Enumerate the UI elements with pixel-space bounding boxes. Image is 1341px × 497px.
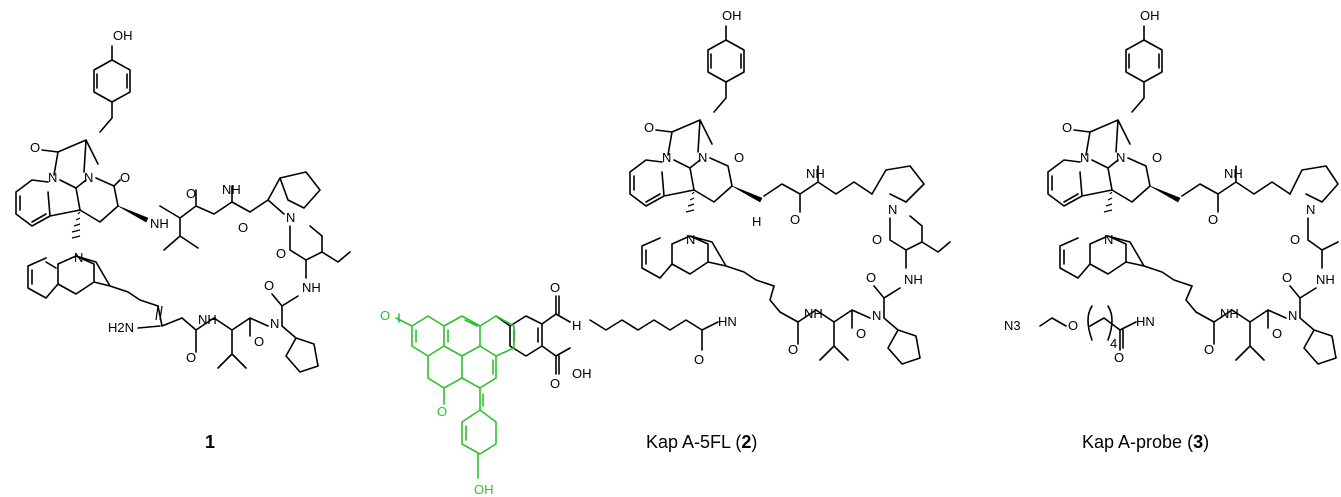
atom-h: H xyxy=(752,214,761,229)
atom-n: N xyxy=(686,232,695,247)
atom-nh: NH xyxy=(1224,166,1243,181)
atom-nh: NH xyxy=(1220,306,1239,321)
atom-o: O xyxy=(120,170,130,185)
atom-nh: NH xyxy=(804,306,823,321)
atom-n: N xyxy=(698,150,707,165)
atom-n: N xyxy=(662,150,671,165)
atom-n: N xyxy=(286,210,295,225)
atom-o: O xyxy=(1290,232,1300,247)
atom-o: O xyxy=(238,220,248,235)
svg-text:Kap A-probe (3): Kap A-probe (3) xyxy=(1082,432,1209,452)
atom-o: O xyxy=(1114,350,1124,365)
atom-nh: NH xyxy=(302,280,321,295)
atom-hn: HN xyxy=(1136,314,1155,329)
atom-nh: NH xyxy=(904,272,923,287)
atom-o: O xyxy=(1062,120,1072,135)
atom-o: O xyxy=(644,120,654,135)
atom-n: N xyxy=(270,316,279,331)
atom-o: O xyxy=(550,280,560,295)
atom-nh: NH xyxy=(222,182,241,197)
atom-nh: NH xyxy=(198,312,217,327)
atom-o: O xyxy=(186,350,196,365)
atom-o: O xyxy=(790,212,800,227)
atom-o: O xyxy=(550,376,560,391)
compound-2-structure: OH O N N O H N O NH N O NH O N O NH O HN… xyxy=(380,8,951,497)
atom-o: O xyxy=(788,342,798,357)
atom-nh: NH xyxy=(806,166,825,181)
atom-n: N xyxy=(1288,308,1297,323)
atom-n: N xyxy=(48,170,57,185)
atom-h: H xyxy=(572,318,581,333)
compound-1-structure: OH O N N O NH N O NH O N O NH O N O xyxy=(15,28,351,373)
atom-o: O xyxy=(1152,150,1162,165)
atom-o: O xyxy=(30,140,40,155)
compound-3-structure: OH O N N O N O NH N O NH O N O NH O HN O… xyxy=(1004,8,1339,365)
atom-o: O xyxy=(1204,342,1214,357)
atom-n: N xyxy=(888,202,897,217)
compound-1-caption: 1 xyxy=(205,432,215,452)
atom-o: O xyxy=(734,150,744,165)
atom-nh: NH xyxy=(1316,272,1335,287)
atom-o: O xyxy=(866,270,876,285)
atom-o: O xyxy=(276,246,286,261)
svg-text:Kap A-5FL (2): Kap A-5FL (2) xyxy=(646,432,757,452)
atom-cooh: OH xyxy=(572,366,592,381)
compound-2-caption: Kap A-5FL (2) xyxy=(646,432,757,452)
atom-n: N xyxy=(1116,150,1125,165)
atom-o: O xyxy=(872,232,882,247)
atom-n3: N3 xyxy=(1004,318,1021,333)
atom-o: O xyxy=(380,308,390,323)
fluorophore-xanthene xyxy=(395,313,515,411)
atom-o: O xyxy=(1272,326,1282,341)
atom-n: N xyxy=(1306,202,1315,217)
atom-oh: OH xyxy=(113,28,133,43)
atom-o: O xyxy=(856,326,866,341)
atom-o: O xyxy=(186,186,196,201)
atom-o: O xyxy=(1282,270,1292,285)
atom-n: N xyxy=(872,308,881,323)
atom-nh: NH xyxy=(150,216,169,231)
peg-repeat: 4 xyxy=(1110,336,1117,351)
atom-o: O xyxy=(264,278,274,293)
atom-n: N xyxy=(1104,232,1113,247)
atom-oh: OH xyxy=(722,8,742,23)
atom-oh: OH xyxy=(474,482,494,497)
atom-oh: OH xyxy=(1140,8,1160,23)
atom-hn: HN xyxy=(718,314,737,329)
atom-n: N xyxy=(84,170,93,185)
atom-o: O xyxy=(254,334,264,349)
atom-n: N xyxy=(1080,150,1089,165)
atom-o: O xyxy=(1208,212,1218,227)
compound-3-caption: Kap A-probe (3) xyxy=(1082,432,1209,452)
atom-o: O xyxy=(437,404,447,419)
atom-h2n: H2N xyxy=(108,320,134,335)
atom-o: O xyxy=(1068,318,1078,333)
atom-o: O xyxy=(694,352,704,367)
